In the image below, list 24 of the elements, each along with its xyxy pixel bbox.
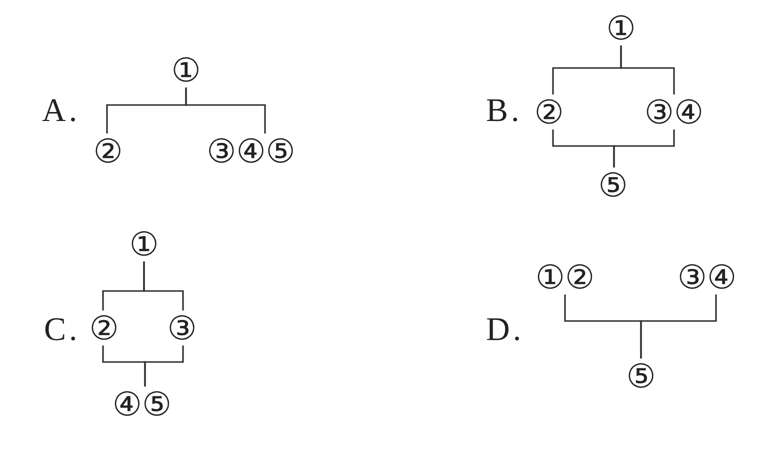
circled-number: ③ [167, 312, 197, 344]
branch-line [144, 346, 184, 386]
branch-line [185, 88, 266, 134]
circled-number: ① [171, 54, 201, 86]
circled-number: ② [534, 96, 564, 128]
circled-number: ② [93, 134, 123, 168]
circled-number: ③④ [677, 260, 737, 294]
circled-number: ⑤ [626, 360, 656, 392]
circled-number: ① [606, 12, 636, 44]
option-letter: B. [486, 95, 522, 128]
branch-line [143, 262, 184, 310]
branch-line [613, 130, 675, 168]
circled-number: ③④ [644, 96, 704, 128]
branch-line [620, 46, 675, 94]
option-letter: D. [486, 314, 524, 347]
circled-number: ⑤ [598, 168, 628, 202]
circled-number: ④⑤ [112, 388, 172, 420]
circled-number: ① [129, 228, 159, 260]
circled-number: ② [89, 312, 119, 344]
branch-line [640, 294, 717, 358]
option-letter: A. [42, 95, 80, 128]
circled-number: ①② [535, 260, 595, 294]
option-letter: C. [44, 314, 80, 347]
circled-number: ③④⑤ [206, 134, 296, 168]
